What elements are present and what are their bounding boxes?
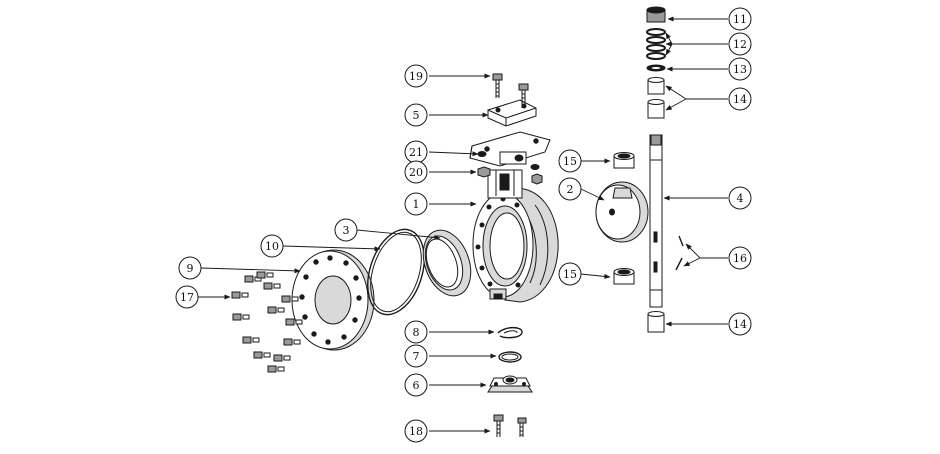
callout-16: 16 bbox=[728, 246, 752, 270]
callout-8-label: 8 bbox=[413, 326, 420, 339]
callout-10-label: 10 bbox=[265, 240, 279, 253]
callout-18-label: 18 bbox=[409, 425, 423, 438]
callout-20-label: 20 bbox=[409, 166, 423, 179]
callout-14-lower: 14 bbox=[728, 312, 752, 336]
callout-15-lower: 15 bbox=[558, 262, 582, 286]
callout-14-upper: 14 bbox=[728, 87, 752, 111]
bottom-bolts bbox=[493, 414, 527, 437]
callout-11: 11 bbox=[728, 7, 752, 31]
callout-15-upper: 15 bbox=[558, 149, 582, 173]
callout-9-label: 9 bbox=[187, 262, 194, 275]
callout-17-label: 17 bbox=[180, 291, 194, 304]
callout-16-label: 16 bbox=[733, 252, 747, 265]
hex-nuts bbox=[477, 166, 543, 185]
o-ring bbox=[498, 351, 522, 363]
callout-12-label: 12 bbox=[733, 38, 747, 51]
callout-10: 10 bbox=[260, 234, 284, 258]
callout-13-label: 13 bbox=[733, 63, 747, 76]
callout-4: 4 bbox=[728, 186, 752, 210]
callout-17: 17 bbox=[175, 285, 199, 309]
callout-4-label: 4 bbox=[737, 192, 744, 205]
flange-plate bbox=[291, 249, 375, 351]
stop-plate bbox=[487, 99, 537, 127]
callout-2: 2 bbox=[558, 177, 582, 201]
callout-3-label: 3 bbox=[343, 224, 350, 237]
callout-21: 21 bbox=[404, 140, 428, 164]
callout-1-label: 1 bbox=[413, 198, 420, 211]
lock-washers bbox=[477, 151, 540, 170]
callout-15-lower-label: 15 bbox=[563, 268, 577, 281]
callout-21-label: 21 bbox=[409, 146, 423, 159]
gasket-ring bbox=[367, 228, 425, 316]
callout-3: 3 bbox=[334, 218, 358, 242]
callout-5: 5 bbox=[404, 103, 428, 127]
bushing-lower bbox=[613, 268, 635, 285]
valve-disc bbox=[595, 181, 649, 243]
callout-11-label: 11 bbox=[733, 13, 747, 26]
callout-5-label: 5 bbox=[413, 109, 420, 122]
cap-screws bbox=[231, 271, 303, 373]
callout-14-upper-label: 14 bbox=[733, 93, 747, 106]
bottom-cover bbox=[487, 375, 533, 393]
callout-14-lower-label: 14 bbox=[733, 318, 747, 331]
retaining-ring bbox=[497, 326, 523, 339]
bushing-upper bbox=[613, 152, 635, 169]
callout-8: 8 bbox=[404, 320, 428, 344]
callout-6-label: 6 bbox=[413, 379, 420, 392]
seat-ring bbox=[422, 229, 472, 297]
callout-2-label: 2 bbox=[567, 183, 574, 196]
stem-parts bbox=[646, 6, 684, 333]
top-bolts bbox=[492, 73, 529, 108]
callout-19-label: 19 bbox=[409, 70, 423, 83]
callout-bubbles: 19 5 21 20 1 3 10 9 17 8 7 6 18 15 2 15 … bbox=[175, 7, 752, 443]
valve-body bbox=[469, 131, 559, 303]
callout-15-upper-label: 15 bbox=[563, 155, 577, 168]
callout-7: 7 bbox=[404, 344, 428, 368]
callout-6: 6 bbox=[404, 373, 428, 397]
callout-18: 18 bbox=[404, 419, 428, 443]
callout-1: 1 bbox=[404, 192, 428, 216]
callout-7-label: 7 bbox=[413, 350, 420, 363]
leader-lines bbox=[198, 16, 728, 434]
callout-12: 12 bbox=[728, 32, 752, 56]
callout-20: 20 bbox=[404, 160, 428, 184]
callout-19: 19 bbox=[404, 64, 428, 88]
callout-9: 9 bbox=[178, 256, 202, 280]
callout-13: 13 bbox=[728, 57, 752, 81]
